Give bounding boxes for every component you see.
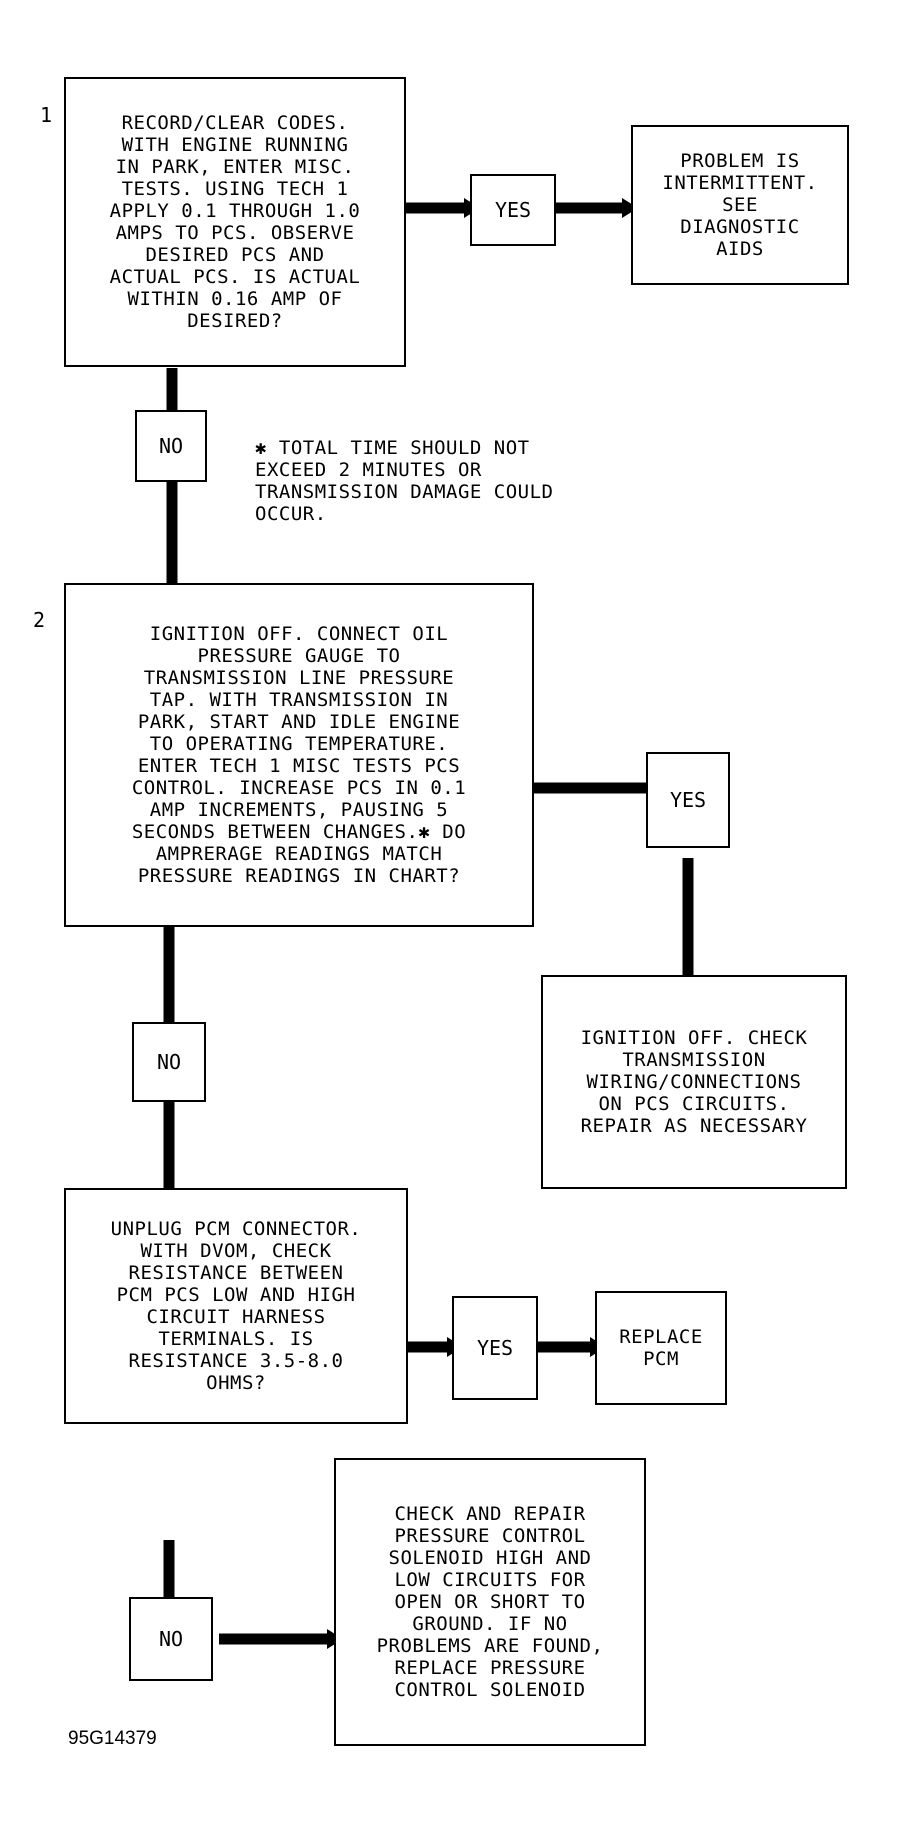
yes-label-1: YES <box>494 198 532 222</box>
step-2-text: IGNITION OFF. CONNECT OIL PRESSURE GAUGE… <box>131 623 467 887</box>
yes-box-1: YES <box>470 174 556 246</box>
no-label-2: NO <box>156 1050 182 1074</box>
no-label-3: NO <box>158 1627 184 1651</box>
no-box-3: NO <box>129 1597 213 1681</box>
step-2-box: IGNITION OFF. CONNECT OIL PRESSURE GAUGE… <box>64 583 534 927</box>
no-box-1: NO <box>135 410 207 482</box>
result-wiring-box: IGNITION OFF. CHECK TRANSMISSION WIRING/… <box>541 975 847 1189</box>
result-replace-pcm-text: REPLACE PCM <box>619 1326 703 1370</box>
step-3-box: UNPLUG PCM CONNECTOR. WITH DVOM, CHECK R… <box>64 1188 408 1424</box>
step-1-box: RECORD/CLEAR CODES. WITH ENGINE RUNNING … <box>64 77 406 367</box>
step-3-text: UNPLUG PCM CONNECTOR. WITH DVOM, CHECK R… <box>110 1218 362 1394</box>
figure-id: 95G14379 <box>68 1728 157 1749</box>
yes-box-2: YES <box>646 752 730 848</box>
step-2-number: 2 <box>33 608 46 632</box>
step-1-text: RECORD/CLEAR CODES. WITH ENGINE RUNNING … <box>109 112 361 332</box>
no-label-1: NO <box>158 434 184 458</box>
yes-label-3: YES <box>476 1336 514 1360</box>
result-solenoid-box: CHECK AND REPAIR PRESSURE CONTROL SOLENO… <box>334 1458 646 1746</box>
no-box-2: NO <box>132 1022 206 1102</box>
result-intermittent-text: PROBLEM IS INTERMITTENT. SEE DIAGNOSTIC … <box>662 150 818 260</box>
result-solenoid-text: CHECK AND REPAIR PRESSURE CONTROL SOLENO… <box>376 1503 604 1701</box>
yes-box-3: YES <box>452 1296 538 1400</box>
result-wiring-text: IGNITION OFF. CHECK TRANSMISSION WIRING/… <box>580 1027 808 1137</box>
result-intermittent-box: PROBLEM IS INTERMITTENT. SEE DIAGNOSTIC … <box>631 125 849 285</box>
yes-label-2: YES <box>669 788 707 812</box>
result-replace-pcm-box: REPLACE PCM <box>595 1291 727 1405</box>
step-1-number: 1 <box>40 103 53 127</box>
time-warning-note: ✱ TOTAL TIME SHOULD NOT EXCEED 2 MINUTES… <box>255 437 554 525</box>
